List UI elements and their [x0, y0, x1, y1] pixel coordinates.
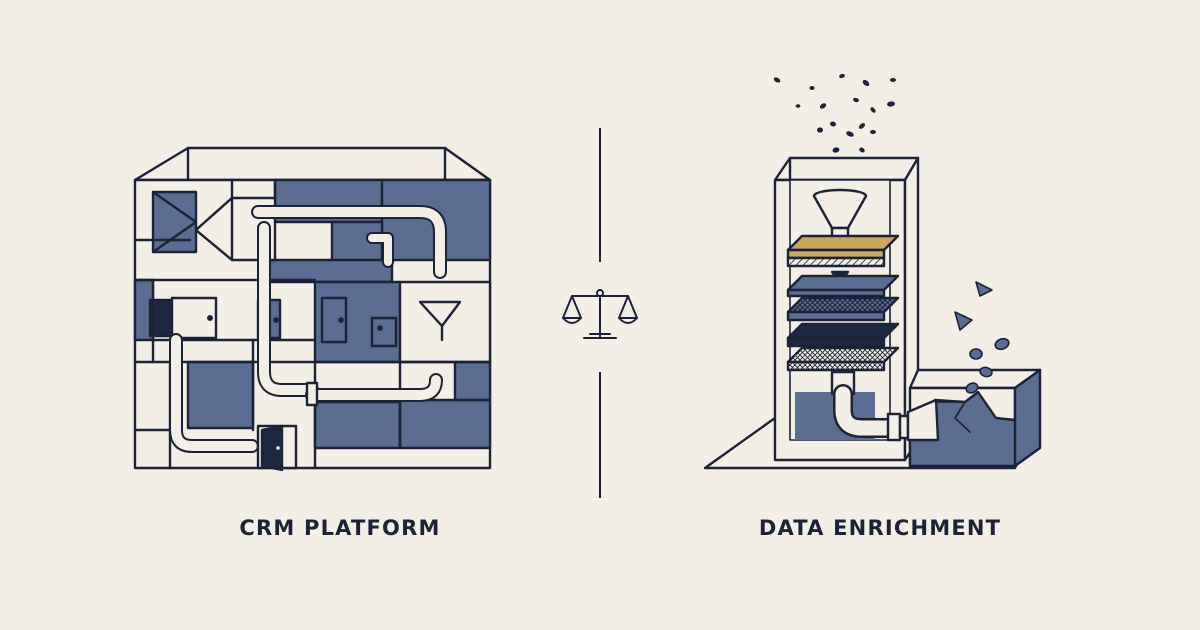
filter-layer — [786, 274, 900, 292]
filtration-tower-icon — [703, 156, 1042, 470]
filter-layer — [786, 322, 900, 340]
data-particles-icon — [773, 73, 896, 153]
maze-room — [260, 258, 394, 284]
enriched-data-particles-icon — [954, 281, 1010, 394]
balance-scale-icon — [562, 289, 638, 339]
maze-room — [453, 360, 492, 402]
filter-layer — [786, 346, 900, 364]
maze-room — [313, 400, 402, 450]
maze-room — [398, 398, 492, 450]
maze-building-icon — [133, 146, 492, 472]
filter-layer — [786, 234, 900, 252]
maze-room — [186, 360, 255, 430]
filter-layer — [786, 296, 900, 314]
data-enrichment-label: DATA ENRICHMENT — [758, 516, 1002, 540]
crm-platform-label: CRM PLATFORM — [239, 516, 441, 540]
